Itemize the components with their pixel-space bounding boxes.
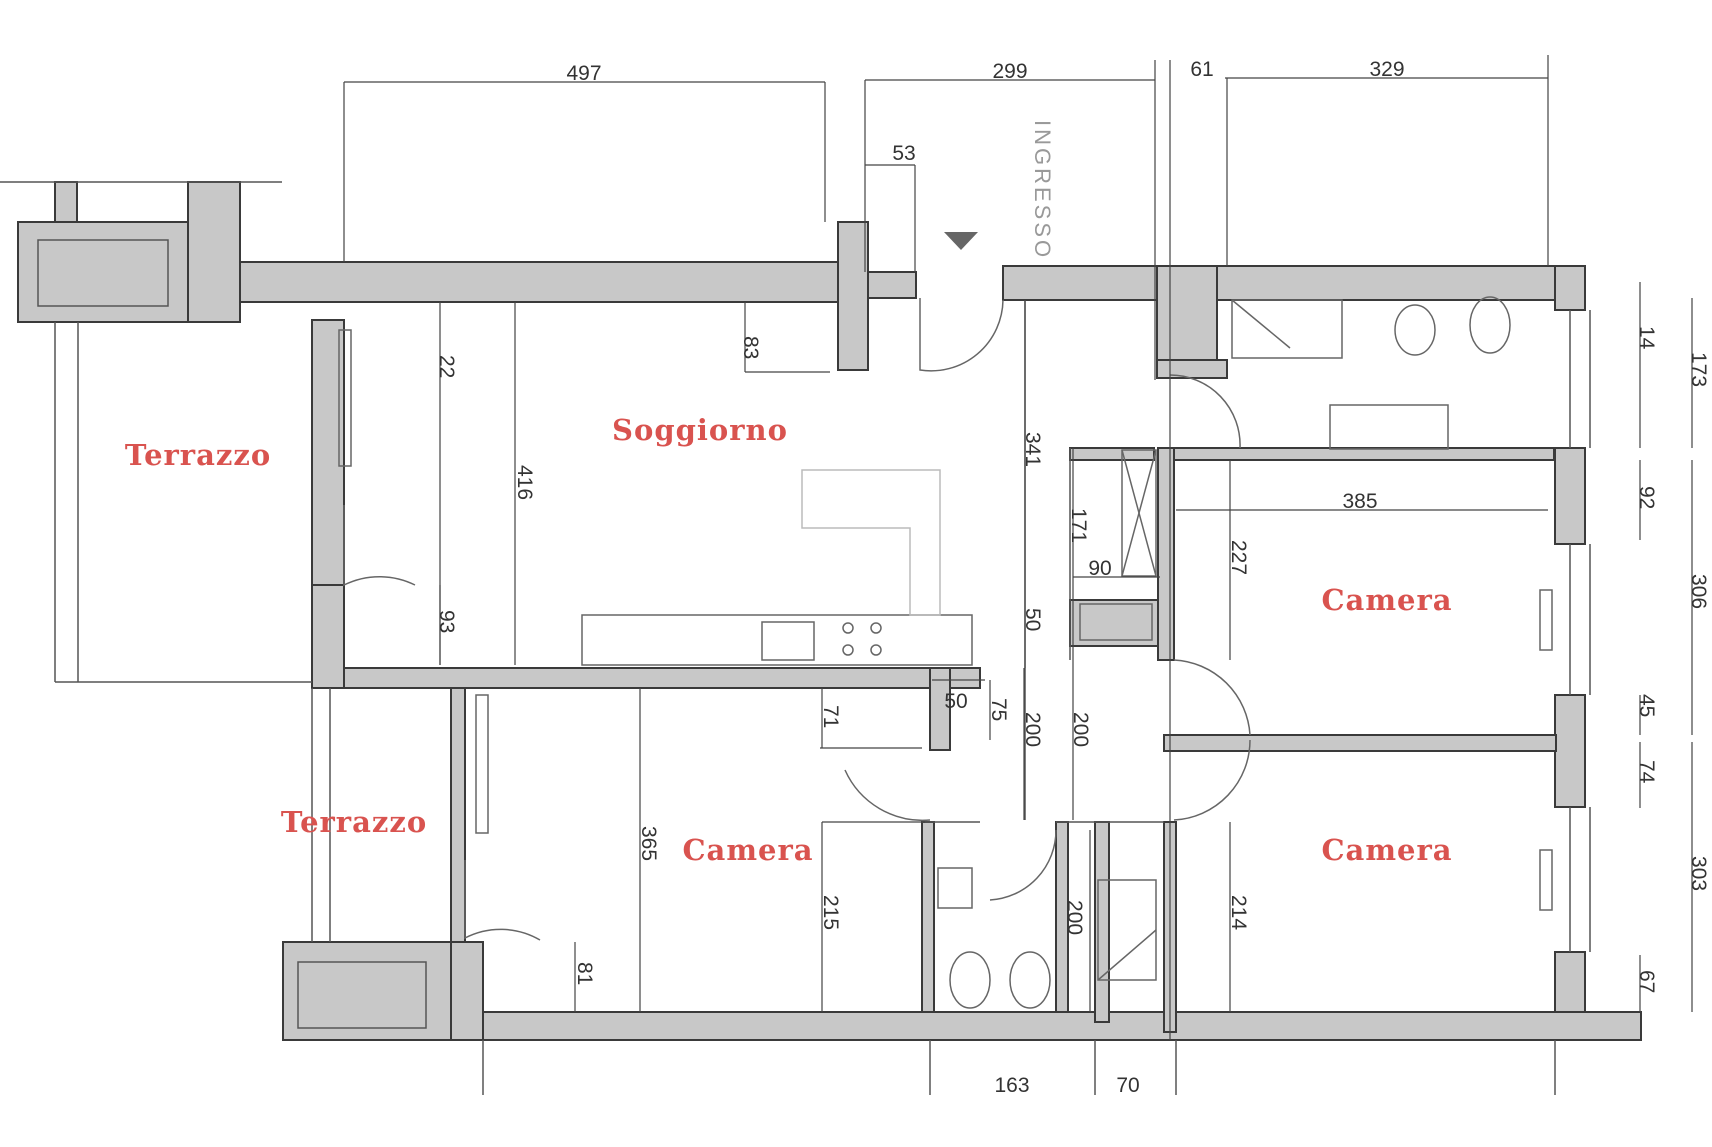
hob xyxy=(1079,603,1153,641)
dim-67: 67 xyxy=(1635,970,1658,993)
dim-14: 14 xyxy=(1635,326,1658,350)
dim-416: 416 xyxy=(513,465,536,500)
dim-53: 53 xyxy=(892,142,915,165)
dimension-lines xyxy=(343,55,1693,1040)
ingresso-label: INGRESSO xyxy=(1030,120,1055,260)
dim-173: 173 xyxy=(1687,352,1710,387)
kitchen-counter xyxy=(581,614,973,666)
terrazzo-top-planter xyxy=(17,221,189,323)
dim-329: 329 xyxy=(1369,58,1404,81)
radiator xyxy=(1539,589,1553,651)
dim-200-a: 200 xyxy=(1021,712,1044,747)
walls xyxy=(17,181,1642,1041)
toilet xyxy=(1394,304,1436,356)
dim-200-b: 200 xyxy=(1069,712,1092,747)
terrazzo-bottom-planter xyxy=(282,941,452,1041)
dim-303: 303 xyxy=(1687,856,1710,891)
room-soggiorno: Soggiorno xyxy=(612,413,788,447)
radiator xyxy=(338,329,352,467)
bath-bidet xyxy=(1009,951,1051,1009)
dim-22: 22 xyxy=(435,355,458,378)
dim-45: 45 xyxy=(1635,694,1658,717)
dim-71: 71 xyxy=(819,705,842,728)
bath-toilet xyxy=(949,951,991,1009)
dim-214: 214 xyxy=(1227,895,1250,930)
dim-92: 92 xyxy=(1635,486,1658,509)
room-camera-right-top: Camera xyxy=(1321,583,1452,617)
radiator xyxy=(1539,849,1553,911)
fixtures xyxy=(338,296,1553,1009)
dim-81: 81 xyxy=(573,962,596,985)
room-labels: Terrazzo Soggiorno Terrazzo Camera Camer… xyxy=(125,413,1452,867)
dim-50-b: 50 xyxy=(944,690,967,713)
dim-227: 227 xyxy=(1227,540,1250,575)
dim-75: 75 xyxy=(987,698,1010,721)
room-terrazzo-bottom: Terrazzo xyxy=(281,805,427,839)
room-terrazzo-top: Terrazzo xyxy=(125,438,271,472)
dim-93: 93 xyxy=(435,610,458,633)
dim-90: 90 xyxy=(1088,557,1111,580)
dim-365: 365 xyxy=(637,826,660,861)
doors xyxy=(343,298,1251,941)
dim-385: 385 xyxy=(1342,490,1377,513)
sink xyxy=(1329,404,1449,450)
dim-215: 215 xyxy=(819,895,842,930)
room-camera-right-bottom: Camera xyxy=(1321,833,1452,867)
dim-70: 70 xyxy=(1116,1074,1139,1097)
dim-61: 61 xyxy=(1190,58,1213,81)
dim-341: 341 xyxy=(1021,432,1044,467)
dim-497: 497 xyxy=(566,62,601,85)
dim-171: 171 xyxy=(1067,508,1090,543)
dimension-text: 497 299 61 329 53 83 22 416 93 341 171 9… xyxy=(435,58,1710,1097)
shower-tray xyxy=(1231,299,1343,359)
room-camera-bottom-left: Camera xyxy=(682,833,813,867)
dim-306: 306 xyxy=(1687,574,1710,609)
kitchen-sink xyxy=(761,621,815,661)
outline-lines xyxy=(0,181,1591,1095)
dim-200-c: 200 xyxy=(1063,900,1086,935)
dim-83: 83 xyxy=(739,336,762,359)
entry-arrow-icon xyxy=(944,232,978,250)
bath-sink xyxy=(937,867,973,909)
dim-299: 299 xyxy=(992,60,1027,83)
bidet xyxy=(1469,296,1511,354)
dim-50-a: 50 xyxy=(1021,608,1044,631)
dim-74: 74 xyxy=(1635,760,1658,784)
dim-163: 163 xyxy=(994,1074,1029,1097)
radiator xyxy=(475,694,489,834)
